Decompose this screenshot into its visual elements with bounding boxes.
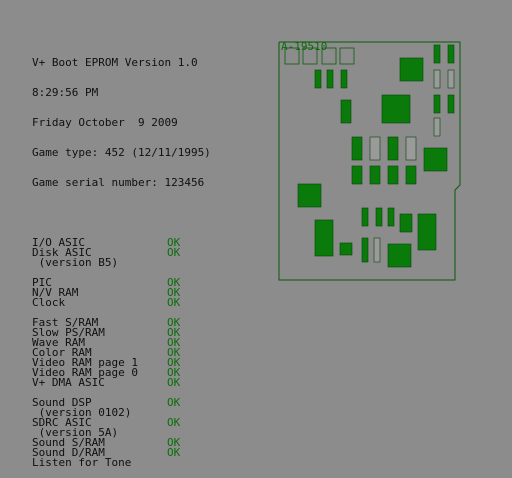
test-row: Color RAM OK (32, 346, 211, 359)
board-chip (405, 136, 417, 161)
board-chip (361, 207, 369, 227)
board-chip (447, 94, 455, 114)
test-status: OK (167, 316, 181, 329)
test-status: OK (167, 286, 181, 299)
test-status: OK (167, 296, 181, 309)
test-label: I/O ASIC (32, 236, 85, 249)
test-label: Wave RAM (32, 336, 85, 349)
board-chip (381, 94, 411, 124)
test-row: PIC OK (32, 276, 211, 289)
board-chip (417, 213, 437, 251)
board-chip (314, 219, 334, 257)
test-label: PIC (32, 276, 52, 289)
board-connector (284, 47, 300, 65)
game-type: Game type: 452 (12/11/1995) (32, 146, 211, 159)
test-row: Listen for Tone (32, 456, 211, 469)
test-label: Slow PS/RAM (32, 326, 105, 339)
board-chip (405, 165, 417, 185)
board-chip (351, 165, 363, 185)
board-connector (339, 47, 355, 65)
test-status: OK (167, 356, 181, 369)
test-row: Video RAM page 0 OK (32, 366, 211, 379)
board-chip (433, 94, 441, 114)
test-row: N/V RAM OK (32, 286, 211, 299)
test-status: OK (167, 246, 181, 259)
test-label: N/V RAM (32, 286, 79, 299)
board-connector (321, 47, 337, 65)
test-label: Fast S/RAM (32, 316, 99, 329)
board-chip (447, 44, 455, 64)
boot-time: 8:29:56 PM (32, 86, 99, 99)
board-chip (340, 69, 348, 89)
boot-title: V+ Boot EPROM Version 1.0 (32, 56, 198, 69)
test-row: Fast S/RAM OK (32, 316, 211, 329)
board-chip (387, 136, 399, 161)
test-label: Clock (32, 296, 66, 309)
test-label: Video RAM page 1 (32, 356, 138, 369)
board-chip (326, 69, 334, 89)
board-chip (387, 243, 412, 268)
test-status: OK (167, 276, 181, 289)
board-label: A-19510 (281, 40, 327, 53)
test-status: OK (167, 326, 181, 339)
board-chip (433, 44, 441, 64)
board-chip (423, 147, 448, 172)
board-chip (447, 69, 455, 89)
game-serial: Game serial number: 123456 (32, 176, 205, 189)
board-chip (297, 183, 322, 208)
test-row: Clock OK (32, 296, 211, 309)
board-chip (375, 207, 383, 227)
test-row: Slow PS/RAM OK (32, 326, 211, 339)
board-chip (399, 213, 413, 233)
test-status: OK (167, 366, 181, 379)
test-status: OK (167, 236, 181, 249)
test-label: (version B5) (32, 256, 119, 269)
board-chip (361, 237, 369, 263)
board-chip (340, 99, 352, 124)
board-chip (369, 136, 381, 161)
board-outline (278, 41, 461, 281)
test-row: V+ DMA ASIC OK (32, 376, 211, 389)
board-chip (373, 237, 381, 263)
test-row: Video RAM page 1 OK (32, 356, 211, 369)
board-chip (339, 242, 353, 256)
test-status: OK (167, 346, 181, 359)
board-chip (387, 165, 399, 185)
test-row: I/O ASIC OK (32, 236, 211, 249)
test-status: OK (167, 336, 181, 349)
board-chip (314, 69, 322, 89)
test-status: OK (167, 446, 181, 459)
board-chip (387, 207, 395, 227)
test-status: OK (167, 436, 181, 449)
test-row: Wave RAM OK (32, 336, 211, 349)
board-chip (369, 165, 381, 185)
board-connector (302, 47, 318, 65)
board-chip (399, 57, 424, 82)
test-label: Disk ASIC (32, 246, 92, 259)
test-status: OK (167, 376, 181, 389)
board-chip (351, 136, 363, 161)
test-status: OK (167, 416, 181, 429)
test-label: V+ DMA ASIC (32, 376, 105, 389)
test-label: Color RAM (32, 346, 92, 359)
test-label: Listen for Tone (32, 456, 132, 469)
test-label: Video RAM page 0 (32, 366, 138, 379)
test-row: (version B5) (32, 256, 211, 269)
board-chip (433, 117, 441, 137)
circuit-board-diagram: A-19510 (278, 40, 461, 281)
test-row: Disk ASIC OK (32, 246, 211, 259)
boot-date: Friday October 9 2009 (32, 116, 178, 129)
board-chip (433, 69, 441, 89)
